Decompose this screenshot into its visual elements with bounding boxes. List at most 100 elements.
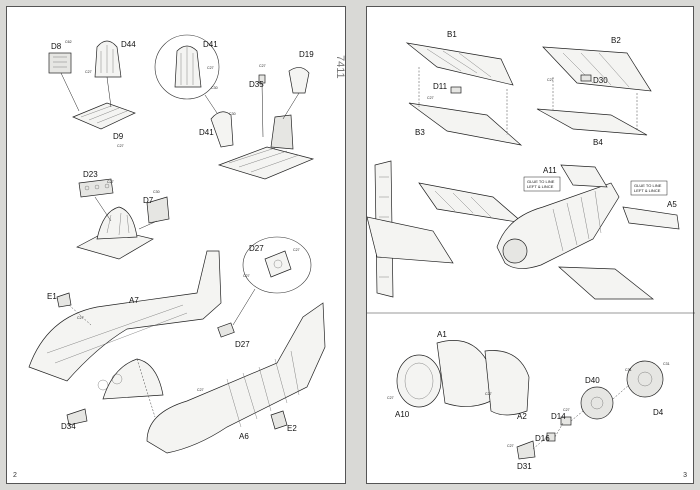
label-d34: D34 (61, 422, 76, 431)
tag-c30-d: C27 (243, 274, 250, 278)
label-e2: E2 (287, 424, 297, 433)
tag-c27-r6: C27 (563, 408, 570, 412)
margin-mark: 7411 (334, 55, 346, 79)
part-d11-shape (450, 86, 462, 94)
step-d23-d7: D23 D7 C27 C30 (76, 170, 170, 260)
tag-c27-e: C27 (107, 180, 114, 184)
glue-note-right-1: GLUE TO LINE (634, 183, 662, 188)
part-a2-shape (484, 350, 530, 416)
label-d44: D44 (121, 40, 136, 49)
wing-left-assembly (367, 216, 454, 264)
label-b3: B3 (415, 128, 425, 137)
tag-c27-g: C27 (77, 316, 84, 320)
label-c31: C31 (663, 362, 670, 366)
tag-c27-b: C27 (117, 144, 124, 148)
tag-c62: C62 (65, 40, 72, 44)
step-engine: A1 A10 A2 D40 C31 D14 D16 D4 D31 C27 C27… (387, 330, 670, 471)
step-d8-d44: D8 D44 D9 C62 C27 C27 (48, 40, 136, 148)
part-d8-shape (48, 52, 72, 74)
part-d31-shape (516, 440, 536, 460)
label-a1: A1 (437, 330, 447, 339)
wing-right-lower (558, 266, 655, 300)
part-d40-shape (580, 386, 614, 420)
instruction-page-right: B1 B2 D11 D30 B3 B4 C27 C27 GLUE TO LINE… (366, 6, 695, 484)
glue-note-left-2: LEFT & LINCE (527, 184, 554, 189)
glue-note-right-box (630, 180, 668, 196)
part-d44-shape (94, 40, 122, 78)
label-d8: D8 (51, 42, 62, 51)
tag-c27-h: C27 (197, 388, 204, 392)
part-a11-shape (560, 164, 608, 188)
label-d27-a: D27 (249, 244, 264, 253)
wing-upper-b2 (542, 46, 652, 92)
tag-c27-f: C27 (293, 248, 300, 252)
tag-c27-r5: C27 (507, 444, 514, 448)
label-d14: D14 (551, 412, 566, 421)
label-a2: A2 (517, 412, 527, 421)
tag-c27-a: C27 (85, 70, 92, 74)
wing-upper-b1 (405, 42, 514, 86)
part-d19-shape (288, 67, 310, 94)
label-d27-b: D27 (235, 340, 250, 349)
label-d4: D4 (653, 408, 664, 417)
part-d7-shape (146, 196, 170, 224)
glue-note-right-2: LEFT & LINCE (634, 188, 661, 193)
part-e2-shape (270, 410, 288, 430)
label-d9: D9 (113, 132, 124, 141)
step-d41-d19: D41 D35 D19 D41 C27 C30 C27 C30 (154, 34, 315, 180)
wing-lower-b3 (408, 102, 523, 146)
fuselage-assembly (496, 182, 620, 269)
part-d27-shape (217, 322, 235, 338)
label-d35: D35 (249, 80, 264, 89)
floor-d41-shape (217, 146, 315, 180)
label-e1: E1 (47, 292, 57, 301)
tag-c30-c: C30 (153, 190, 160, 194)
label-b4: B4 (593, 138, 603, 147)
label-b2: B2 (611, 36, 621, 45)
left-page-drawing: 7411 D8 D44 D9 C62 C27 C27 (28, 34, 346, 454)
page-number-left: 2 (13, 472, 17, 479)
tag-c27-r1: C27 (547, 78, 554, 82)
wing-left-upper (418, 182, 525, 224)
step-airframe: GLUE TO LINE LEFT & LINCE GLUE TO LINE L… (367, 160, 680, 300)
step-fuselage: E1 A7 D34 A6 E2 C27 C27 (28, 250, 326, 454)
tag-c27-r2: C27 (427, 96, 434, 100)
label-d23: D23 (83, 170, 98, 179)
part-d23-shape (78, 178, 114, 198)
label-d30: D30 (593, 76, 608, 85)
right-page-drawing: B1 B2 D11 D30 B3 B4 C27 C27 GLUE TO LINE… (367, 30, 695, 471)
label-b1: B1 (447, 30, 457, 39)
part-a10-shape (396, 354, 442, 408)
label-d40: D40 (585, 376, 600, 385)
fuselage-half-a7 (28, 250, 222, 382)
part-d30-shape (580, 74, 592, 82)
tag-c27-c: C27 (207, 66, 214, 70)
label-a10: A10 (395, 410, 410, 419)
tag-c27-r3: C27 (387, 396, 394, 400)
label-d41-a: D41 (203, 40, 218, 49)
part-e1-shape (56, 292, 72, 308)
label-a6: A6 (239, 432, 249, 441)
detail-circle-d27 (242, 236, 312, 294)
label-a7: A7 (129, 296, 139, 305)
part-d4-shape (626, 360, 664, 398)
floor-d9-shape (72, 102, 136, 130)
engine-cowl (502, 238, 528, 264)
wing-lower-b4 (536, 108, 648, 136)
label-a5: A5 (667, 200, 677, 209)
detail-circle-d41 (154, 34, 220, 100)
part-d34-shape (66, 408, 88, 426)
fuselage-half-a6 (146, 302, 326, 454)
label-d11: D11 (433, 82, 448, 91)
label-d41-b: D41 (199, 128, 214, 137)
label-d31: D31 (517, 462, 532, 471)
glue-note-left-box (523, 176, 561, 192)
tag-c30-a: C30 (211, 86, 218, 90)
part-d41-shape (210, 111, 234, 148)
label-d7: D7 (143, 196, 154, 205)
label-d16: D16 (535, 434, 550, 443)
label-a11: A11 (543, 166, 557, 175)
tag-c27-r4: C27 (485, 392, 492, 396)
tag-c30-b: C30 (229, 112, 236, 116)
instruction-page-left: 7411 D8 D44 D9 C62 C27 C27 (6, 6, 346, 484)
